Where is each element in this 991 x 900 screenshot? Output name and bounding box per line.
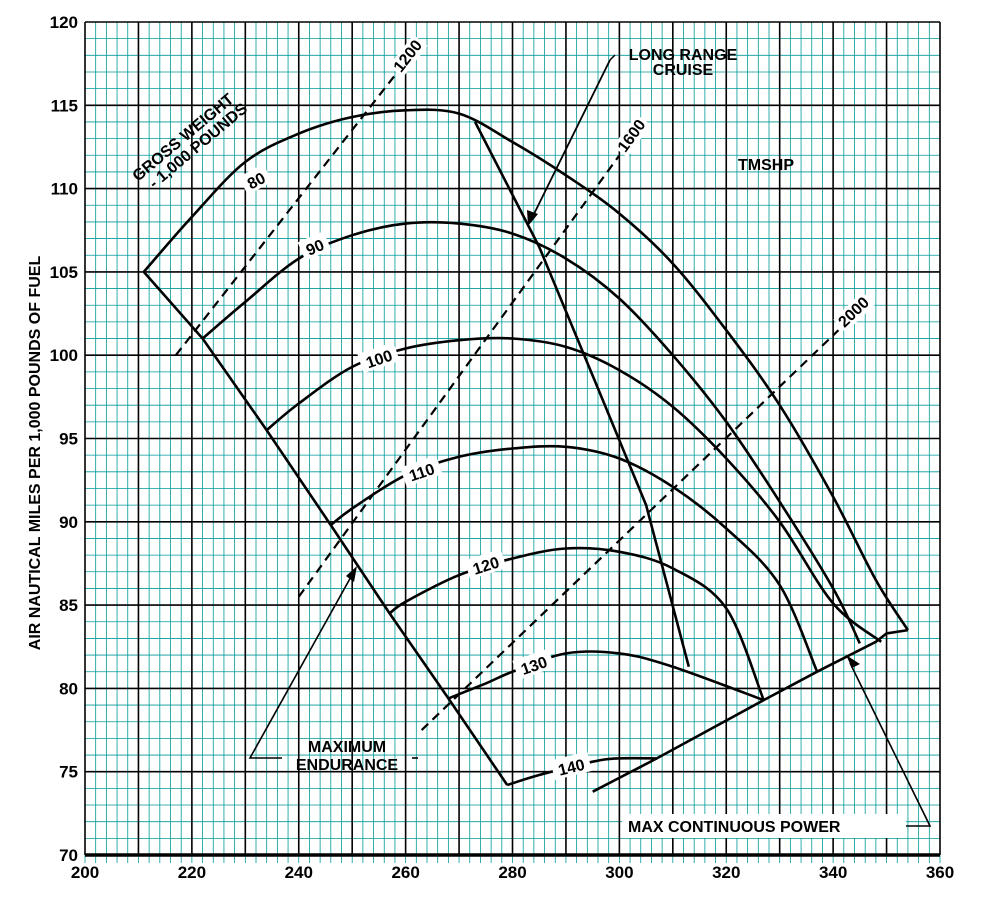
- y-tick-label: 95: [59, 430, 78, 449]
- x-tick-label: 240: [285, 863, 313, 882]
- boundary-lines: [142, 121, 909, 793]
- boundary-line: [142, 271, 509, 786]
- max-endurance-annotation: MAXIMUM ENDURANCE: [248, 566, 418, 774]
- long-range-leader: [609, 54, 616, 61]
- x-tick-label: 300: [605, 863, 633, 882]
- y-tick-label: 100: [50, 346, 78, 365]
- max-endurance-label-2: ENDURANCE: [296, 757, 399, 774]
- long-range-label: LONG RANGE: [629, 47, 738, 64]
- major-grid: [84, 21, 941, 856]
- max-continuous-annotation: MAX CONTINUOUS POWER: [622, 655, 932, 838]
- x-tick-label: 200: [71, 863, 99, 882]
- long-range-annotation: LONG RANGE CRUISE: [527, 47, 738, 226]
- x-tick-label: 340: [819, 863, 847, 882]
- tmshp-line: [297, 154, 621, 598]
- curve-label-bg: [400, 455, 443, 487]
- gross-weight-curve: [142, 108, 909, 631]
- max-endurance-arrowhead: [346, 566, 357, 582]
- y-tick-label: 75: [59, 763, 78, 782]
- y-tick-label: 90: [59, 513, 78, 532]
- y-tick-label: 115: [51, 96, 78, 115]
- gross-weight-curve: [265, 336, 883, 643]
- x-tick-label: 260: [391, 863, 419, 882]
- tmshp-label-bg: [833, 291, 875, 333]
- long-range-label-2: CRUISE: [653, 62, 714, 79]
- tmshp-label: TMSHP: [738, 157, 794, 174]
- tmshp-label-bg: [612, 114, 651, 158]
- curve-label-bg: [550, 751, 592, 781]
- max-continuous-arrowhead: [846, 655, 860, 668]
- y-tick-label: 105: [50, 263, 78, 282]
- gross-weight-curve: [388, 546, 765, 701]
- gross-weight-curve: [330, 444, 819, 673]
- y-tick-label: 80: [59, 679, 78, 698]
- y-tick-label: 120: [50, 13, 78, 32]
- max-continuous-leader: [849, 662, 932, 827]
- long-range-arrow: [531, 59, 611, 219]
- curve-label-bg: [238, 163, 273, 195]
- max-continuous-bg: [622, 814, 906, 838]
- x-tick-label: 320: [712, 863, 740, 882]
- y-axis-label: AIR NAUTICAL MILES PER 1,000 POUNDS OF F…: [27, 256, 44, 651]
- tmshp-label-bg: [388, 34, 428, 78]
- max-continuous-label: MAX CONTINUOUS POWER: [628, 819, 841, 836]
- curve-label-bg: [297, 231, 332, 261]
- x-tick-label: 280: [498, 863, 526, 882]
- gross-weight-curve: [447, 650, 765, 702]
- y-tick-labels: 70 75 80 85 90 95 100 105 110 115 120: [50, 13, 78, 865]
- curve-label: 90: [304, 237, 327, 260]
- gross-weight-legend: GROSS WEIGHT - 1,000 POUNDS: [130, 91, 252, 192]
- curve-label-bg: [464, 548, 507, 580]
- x-tick-label: 360: [926, 863, 954, 882]
- curve-label-bg: [357, 341, 400, 374]
- x-tick-label: 220: [178, 863, 206, 882]
- gross-weight-curve: [201, 220, 861, 644]
- curve-label: 140: [557, 757, 587, 780]
- y-tick-label: 85: [59, 596, 78, 615]
- y-tick-label: 110: [51, 180, 78, 199]
- max-endurance-leader: [248, 574, 353, 759]
- y-tick-label: 70: [59, 846, 78, 865]
- curve-label: 80: [245, 170, 269, 193]
- gross-weight-curve: [506, 756, 657, 787]
- long-range-arrowhead: [527, 210, 538, 226]
- max-endurance-label: MAXIMUM: [308, 739, 386, 756]
- tmshp-line: [420, 329, 840, 731]
- boundary-line: [473, 121, 691, 668]
- x-tick-labels: 200 220 240 260 280 300 320 340 360: [71, 863, 954, 882]
- curve-label-bg: [512, 648, 555, 680]
- boundary-line: [592, 628, 909, 793]
